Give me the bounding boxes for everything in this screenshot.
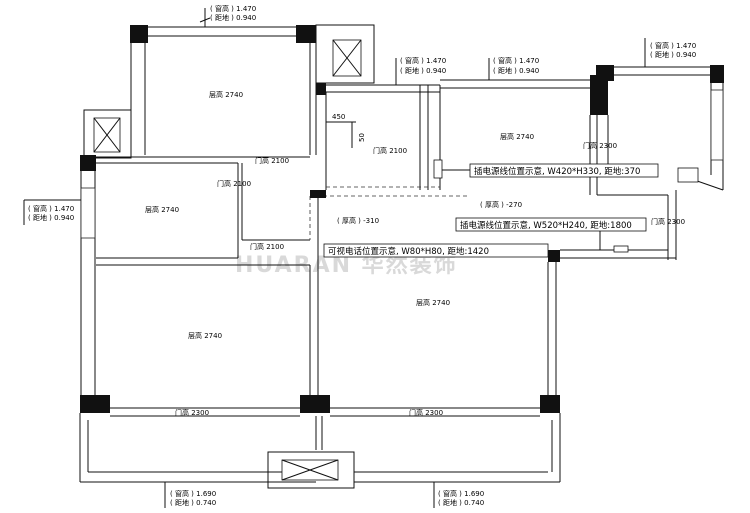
- svg-text:( 窗高 ) 1.470: ( 窗高 ) 1.470: [650, 41, 696, 50]
- window-spec-top-mid-b: ( 窗高 ) 1.470 ( 距地 ) 0.940: [488, 56, 539, 80]
- door-label-bottom-left: 门高 2300: [175, 408, 209, 417]
- window-spec-top-mid-a: ( 窗高 ) 1.470 ( 距地 ) 0.940: [395, 56, 446, 85]
- svg-text:( 距地 ) 0.940: ( 距地 ) 0.940: [650, 50, 696, 59]
- door-label-top-corridor: 门高 2100: [255, 156, 289, 165]
- door-label-kitchen-side: 门高 2300: [583, 141, 617, 150]
- svg-text:( 窗高 ) 1.470: ( 窗高 ) 1.470: [493, 56, 539, 65]
- room-label-bedroom-left: 层高 2740: [145, 205, 179, 214]
- window-spec-left: ( 窗高 ) 1.470 ( 距地 ) 0.940: [23, 199, 81, 225]
- dimension-marks: 450 50: [326, 113, 366, 148]
- door-label-bedroom-left: 门高 2100: [217, 179, 251, 188]
- dimension-50: 50: [358, 133, 366, 142]
- svg-text:( 距地 ) 0.740: ( 距地 ) 0.740: [170, 498, 216, 507]
- svg-text:( 距地 ) 0.940: ( 距地 ) 0.940: [493, 66, 539, 75]
- room-label-bedroom-bottom-left: 层高 2740: [188, 331, 222, 340]
- room-label-hall-mid: ( 厚高 ) -270: [480, 200, 522, 209]
- room-label-hall-left: ( 厚高 ) -310: [337, 216, 379, 225]
- door-label-entry: 门高 2300: [651, 217, 685, 226]
- window-spec-top-left: ( 窗高 ) 1.470 ( 距地 ) 0.940: [199, 4, 256, 27]
- room-label-kitchen: 层高 2740: [500, 132, 534, 141]
- svg-text:( 窗高 ) 1.470: ( 窗高 ) 1.470: [28, 204, 74, 213]
- svg-text:( 窗高 ) 1.690: ( 窗高 ) 1.690: [438, 489, 484, 498]
- svg-text:插电源线位置示意, W520*H240, 距地:1800: 插电源线位置示意, W520*H240, 距地:1800: [460, 220, 632, 231]
- window-spec-bottom-right: ( 窗高 ) 1.690 ( 距地 ) 0.740: [433, 482, 484, 508]
- door-label-bath: 门高 2100: [373, 146, 407, 155]
- svg-text:( 距地 ) 0.740: ( 距地 ) 0.740: [438, 498, 484, 507]
- room-label-living: 层高 2740: [416, 298, 450, 307]
- annotation-hall-note: 插电源线位置示意, W520*H240, 距地:1800: [455, 217, 647, 253]
- walls: [79, 24, 724, 489]
- window-spec-bottom-left: ( 窗高 ) 1.690 ( 距地 ) 0.740: [164, 482, 216, 508]
- window-spec-top-right: ( 窗高 ) 1.470 ( 距地 ) 0.940: [644, 38, 696, 67]
- svg-text:插电源线位置示意, W420*H330, 距地:370: 插电源线位置示意, W420*H330, 距地:370: [474, 166, 640, 177]
- svg-text:( 距地 ) 0.940: ( 距地 ) 0.940: [210, 13, 256, 22]
- annotation-kitchen-note: 插电源线位置示意, W420*H330, 距地:370: [442, 163, 659, 178]
- svg-text:( 窗高 ) 1.470: ( 窗高 ) 1.470: [210, 4, 256, 13]
- door-label-lower-corridor: 门高 2100: [250, 242, 284, 251]
- dimension-450: 450: [332, 113, 345, 121]
- svg-text:( 距地 ) 0.940: ( 距地 ) 0.940: [28, 213, 74, 222]
- svg-text:( 窗高 ) 1.470: ( 窗高 ) 1.470: [400, 56, 446, 65]
- door-label-bottom-right: 门高 2300: [409, 408, 443, 417]
- svg-text:可视电话位置示意, W80*H80, 距地:1420: 可视电话位置示意, W80*H80, 距地:1420: [328, 246, 489, 257]
- room-label-bedroom-top: 层高 2740: [209, 90, 243, 99]
- svg-text:( 距地 ) 0.940: ( 距地 ) 0.940: [400, 66, 446, 75]
- annotation-living-note: 可视电话位置示意, W80*H80, 距地:1420: [323, 243, 549, 258]
- svg-text:( 窗高 ) 1.690: ( 窗高 ) 1.690: [170, 489, 216, 498]
- socket-hall: [613, 245, 629, 253]
- socket-kitchen: [433, 159, 443, 179]
